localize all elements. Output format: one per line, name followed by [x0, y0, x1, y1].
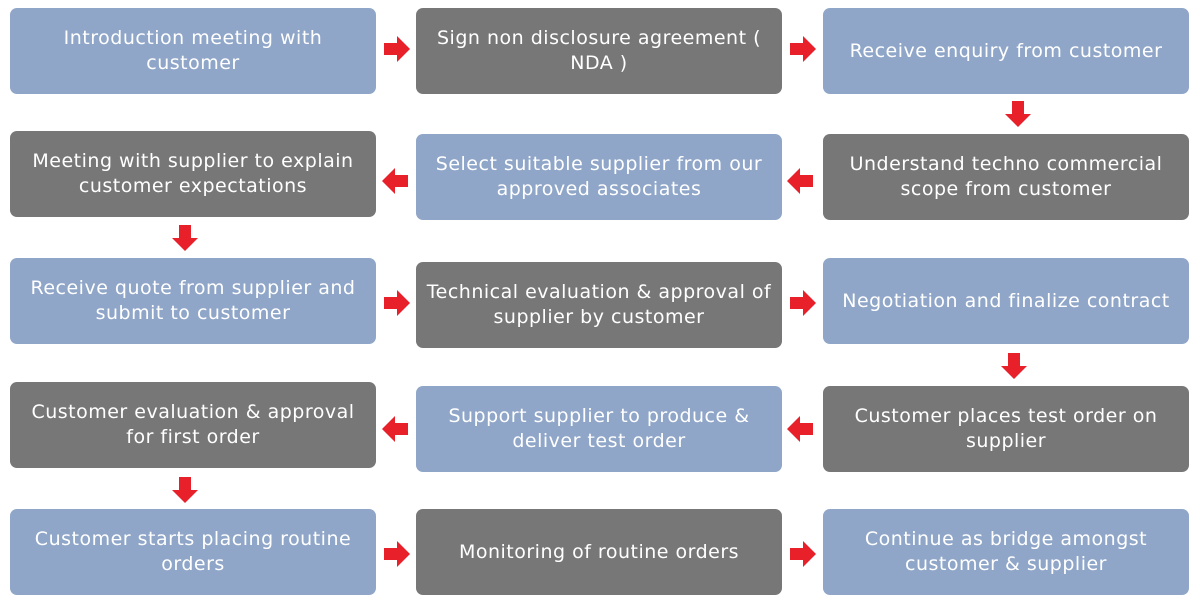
step-monitoring: Monitoring of routine orders: [416, 509, 782, 595]
arrow-right-icon: [789, 35, 817, 63]
step-receive-enquiry: Receive enquiry from customer: [823, 8, 1189, 94]
arrow-right-icon: [789, 540, 817, 568]
arrow-down-icon: [1004, 100, 1032, 128]
step-label: Receive quote from supplier and submit t…: [30, 277, 356, 324]
arrow-down-icon: [171, 224, 199, 252]
step-label: Technical evaluation & approval of suppl…: [426, 281, 772, 328]
step-label: Continue as bridge amongst customer & su…: [864, 528, 1148, 575]
step-understand-scope: Understand techno commercial scope from …: [823, 134, 1189, 220]
step-negotiation: Negotiation and finalize contract: [823, 258, 1189, 344]
arrow-right-icon: [383, 289, 411, 317]
step-technical-evaluation: Technical evaluation & approval of suppl…: [416, 262, 782, 348]
step-label: Understand techno commercial scope from …: [849, 153, 1163, 200]
step-meeting-with-supplier: Meeting with supplier to explain custome…: [10, 131, 376, 217]
step-label: Meeting with supplier to explain custome…: [32, 150, 354, 197]
step-label: Receive enquiry from customer: [849, 39, 1163, 62]
step-label: Sign non disclosure agreement ( NDA ): [437, 27, 761, 74]
step-sign-nda: Sign non disclosure agreement ( NDA ): [416, 8, 782, 94]
arrow-right-icon: [383, 35, 411, 63]
arrow-left-icon: [381, 167, 409, 195]
arrow-left-icon: [381, 415, 409, 443]
arrow-left-icon: [786, 415, 814, 443]
step-support-supplier: Support supplier to produce & deliver te…: [416, 386, 782, 472]
step-label: Customer places test order on supplier: [854, 405, 1158, 452]
step-introduction-meeting: Introduction meeting with customer: [10, 8, 376, 94]
step-label: Negotiation and finalize contract: [842, 289, 1170, 312]
arrow-right-icon: [789, 289, 817, 317]
step-label: Monitoring of routine orders: [458, 540, 740, 563]
step-label: Introduction meeting with customer: [63, 27, 323, 74]
step-label: Customer starts placing routine orders: [34, 528, 352, 575]
step-label: Select suitable supplier from our approv…: [435, 153, 763, 200]
arrow-left-icon: [786, 167, 814, 195]
step-label: Support supplier to produce & deliver te…: [448, 405, 750, 452]
arrow-down-icon: [171, 476, 199, 504]
arrow-right-icon: [383, 540, 411, 568]
step-test-order: Customer places test order on supplier: [823, 386, 1189, 472]
arrow-down-icon: [1000, 352, 1028, 380]
step-customer-evaluation: Customer evaluation & approval for first…: [10, 382, 376, 468]
step-continue-bridge: Continue as bridge amongst customer & su…: [823, 509, 1189, 595]
step-receive-quote: Receive quote from supplier and submit t…: [10, 258, 376, 344]
step-routine-orders: Customer starts placing routine orders: [10, 509, 376, 595]
step-select-supplier: Select suitable supplier from our approv…: [416, 134, 782, 220]
step-label: Customer evaluation & approval for first…: [31, 401, 355, 448]
